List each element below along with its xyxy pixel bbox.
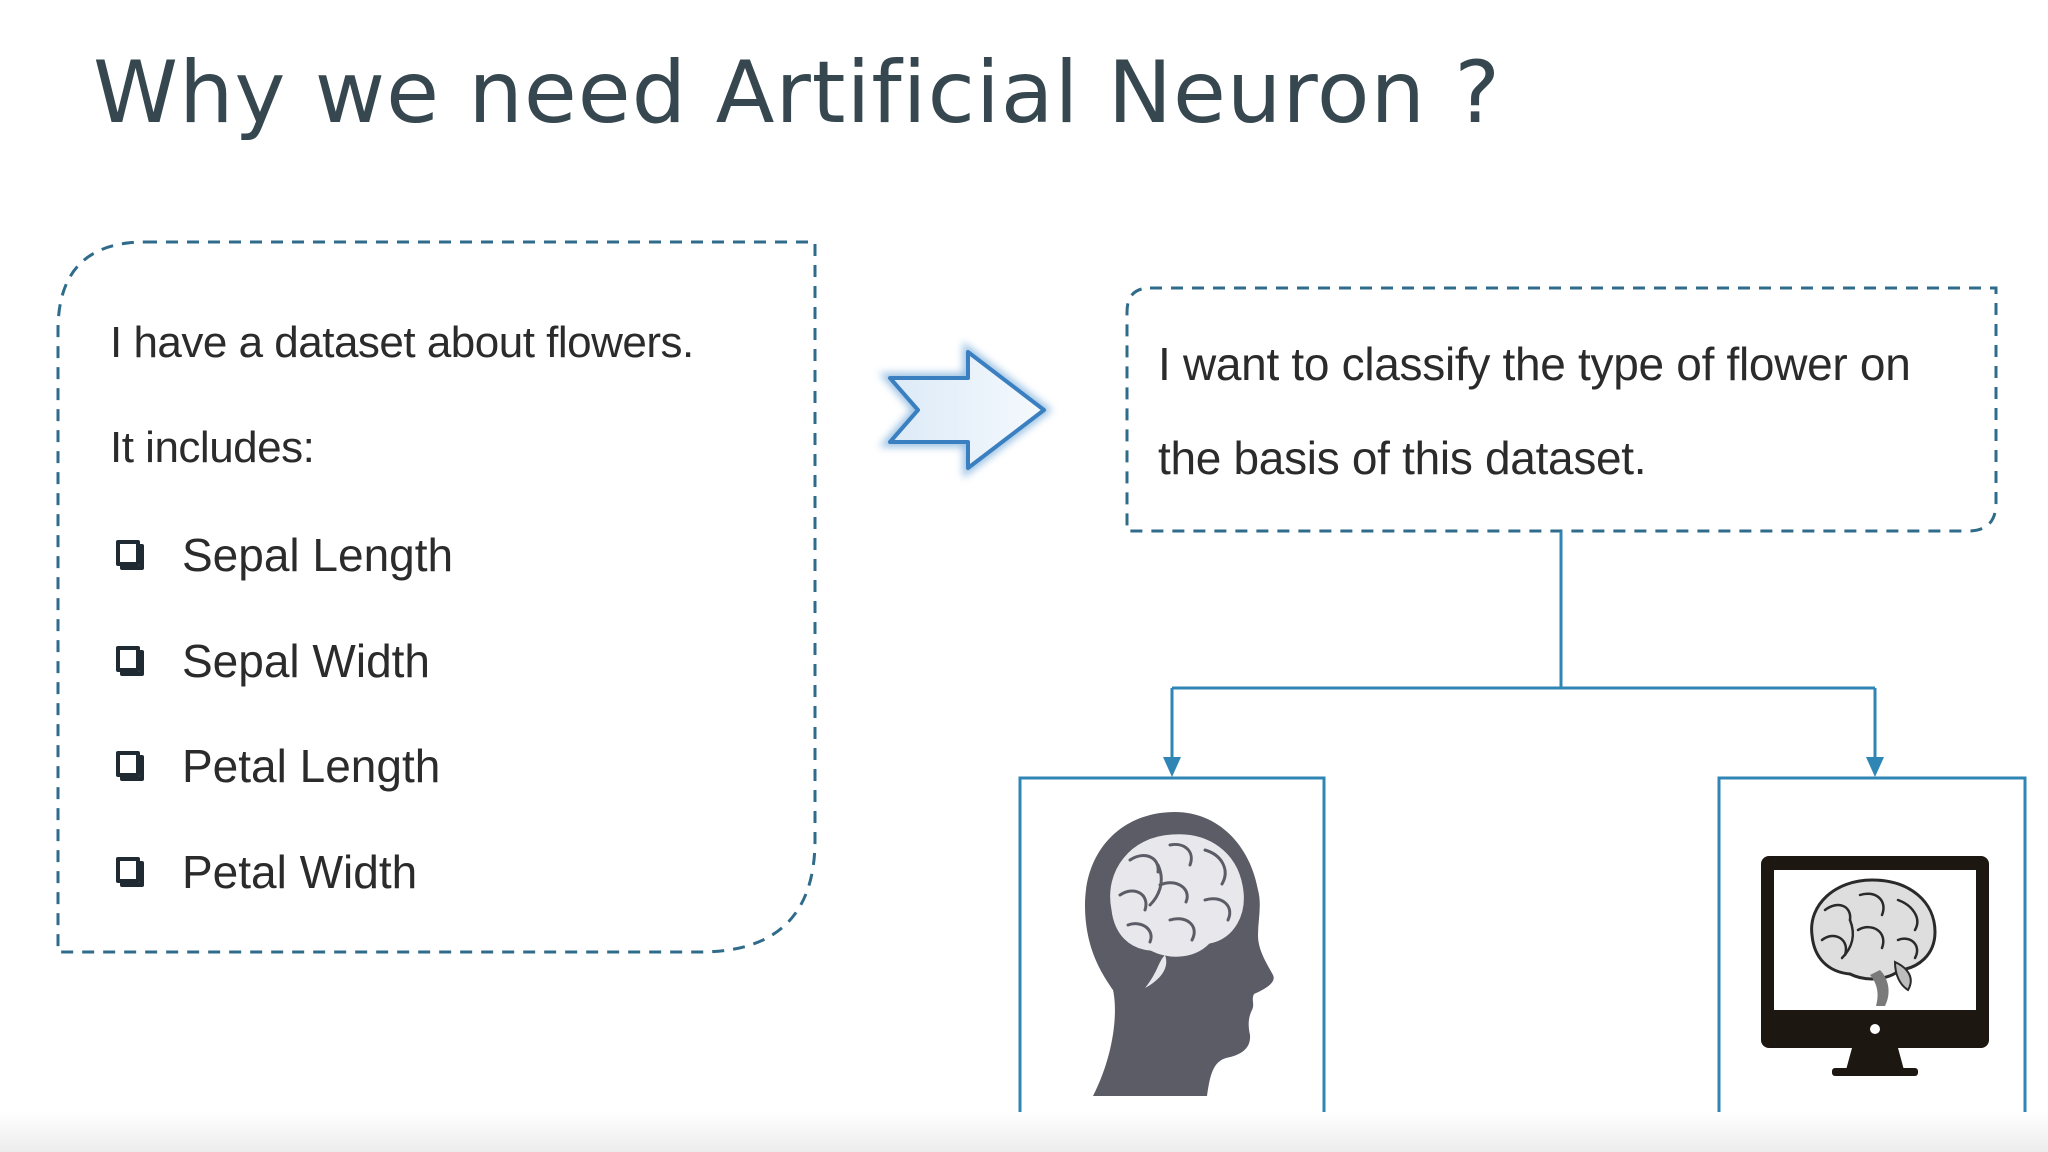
computer-brain-icon [1761,856,1989,1076]
right-dashed-box [1125,286,1998,533]
feature-label: Petal Width [182,845,418,898]
feature-checklist: Sepal Length Sepal Width Petal Length Pe… [110,522,453,944]
feature-item: Sepal Length [110,522,453,628]
right-arrow-icon [878,341,1053,479]
bottom-shadow-strip [0,1112,2048,1152]
right-box-line1: I want to classify the type of flower on [1158,338,1911,390]
left-box-line1: I have a dataset about flowers. [110,318,694,367]
feature-label: Sepal Length [182,529,454,581]
feature-item: Sepal Width [110,628,453,734]
branch-connector [1170,531,1877,762]
right-box-line2: the basis of this dataset. [1158,432,1647,484]
checkbox-icon [116,751,140,777]
feature-item: Petal Length [110,733,453,839]
arrowhead-right [1866,757,1884,777]
left-dashed-box [56,240,817,954]
checkbox-icon [116,645,140,672]
arrowhead-left [1163,757,1181,777]
left-box-line2: It includes: [110,423,315,472]
checkbox-icon [116,856,140,883]
feature-label: Sepal Width [182,634,431,687]
feature-label: Petal Length [182,740,441,792]
slide-title: Why we need Artificial Neuron ? [93,43,1502,143]
feature-item: Petal Width [110,839,453,945]
checkbox-icon [116,540,140,566]
human-head-brain-icon [1085,812,1274,1096]
